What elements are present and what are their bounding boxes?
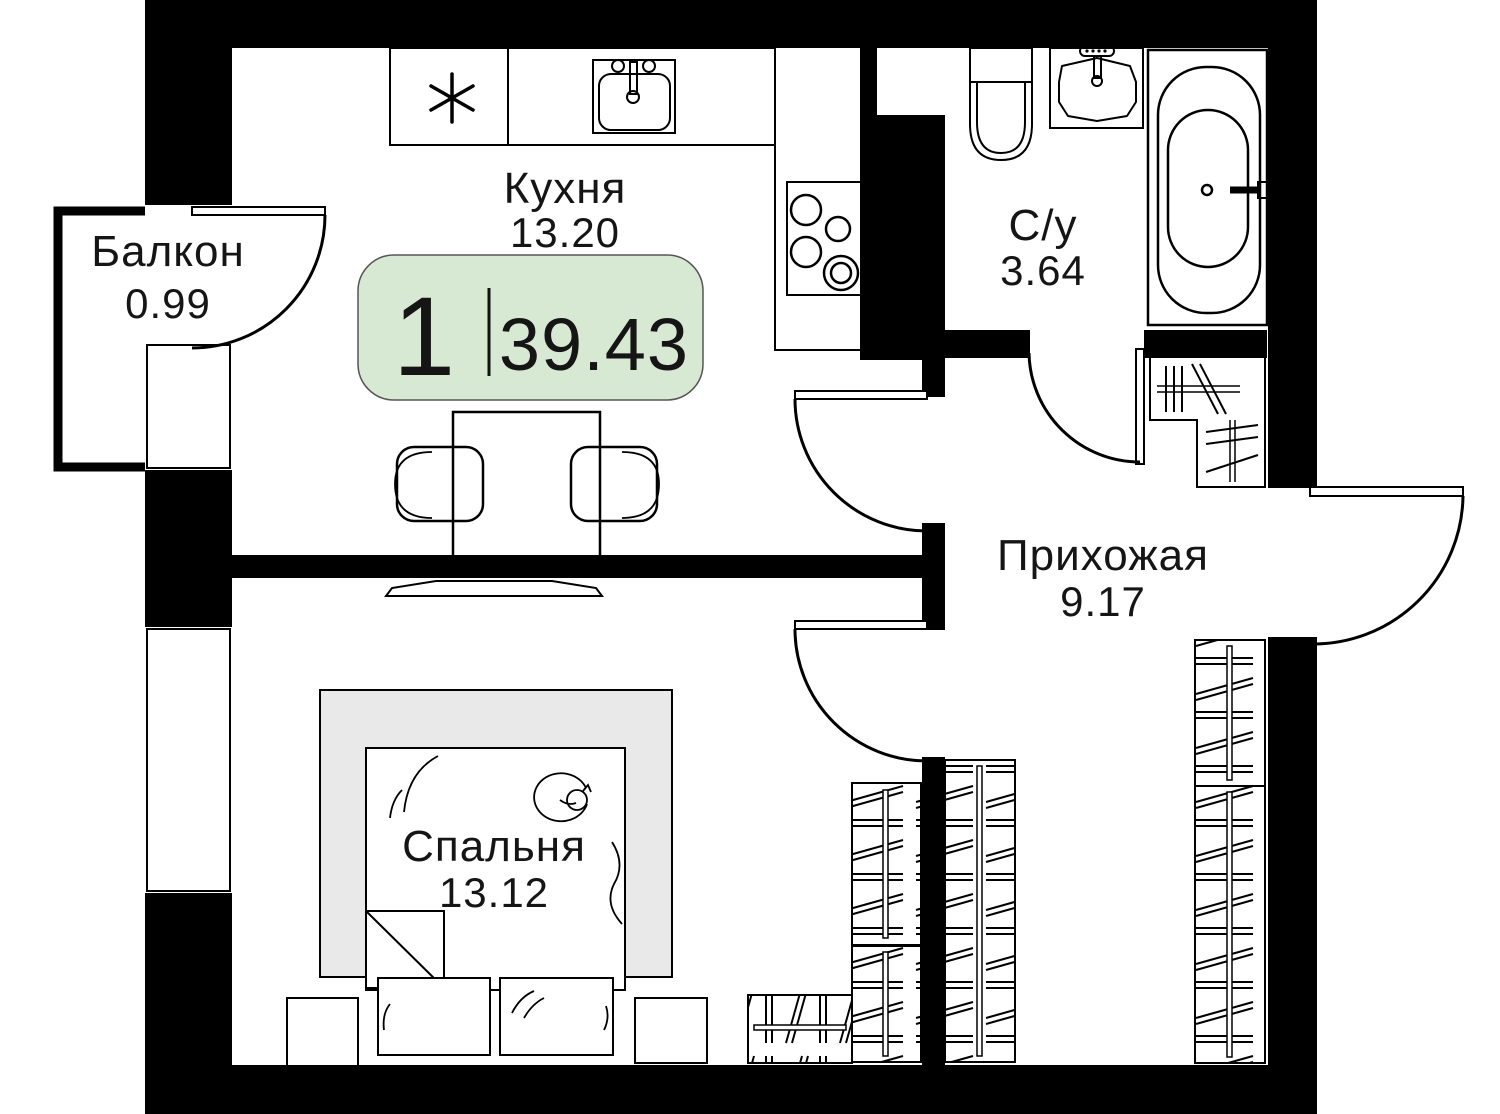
walls <box>145 0 1317 1114</box>
balcony-label: Балкон <box>91 227 245 276</box>
hallway-label: Прихожая <box>997 531 1209 580</box>
bathroom-label: С/у <box>1009 201 1078 250</box>
bed-icon <box>286 689 708 1067</box>
kitchen-label: Кухня <box>504 164 627 213</box>
badge-background <box>357 254 704 401</box>
badge-total-area: 39.43 <box>499 303 689 386</box>
stove-icon <box>786 181 866 296</box>
cat-icon <box>533 772 592 823</box>
bathroom-door <box>1027 348 1145 465</box>
kitchen-area: 13.20 <box>510 209 620 256</box>
nightstand-icon <box>634 997 708 1064</box>
wardrobe-icon <box>1194 639 1266 1064</box>
bathroom-area: 3.64 <box>1000 247 1086 294</box>
table-icon <box>451 410 602 559</box>
bathtub-icon <box>1146 48 1269 327</box>
chair-icon <box>569 445 659 523</box>
wardrobe-icon <box>944 759 1016 1063</box>
nightstand-icon <box>286 997 359 1067</box>
bedroom-window <box>146 628 231 892</box>
pillow-icon <box>377 977 491 1056</box>
entrance-door <box>1309 486 1465 646</box>
fridge-snowflake-icon <box>429 72 475 124</box>
bedroom-label: Спальня <box>402 822 586 871</box>
bedroom-area: 13.12 <box>439 869 549 916</box>
vent-shaft-icon <box>877 115 945 355</box>
balcony-area: 0.99 <box>125 280 211 327</box>
kitchen-counter <box>389 47 860 351</box>
kitchen-window <box>146 344 231 469</box>
washbasin-icon <box>1049 45 1144 129</box>
balcony-door <box>191 206 327 350</box>
chair-icon <box>395 445 485 523</box>
wardrobe-icon <box>1149 356 1266 488</box>
hallway-area: 9.17 <box>1060 578 1146 625</box>
toilet-icon <box>969 47 1033 162</box>
bedroom-door <box>793 620 928 763</box>
badge-room-count: 1 <box>393 274 455 399</box>
dining-table-and-chairs <box>394 410 660 559</box>
wardrobe-icon <box>747 782 922 1064</box>
apartment-badge: 1 39.43 <box>357 254 704 401</box>
kitchen-door <box>793 390 928 533</box>
balcony-wall <box>53 206 145 472</box>
tv-icon <box>384 580 604 597</box>
pillow-icon <box>499 977 614 1056</box>
kitchen-sink-icon <box>592 59 676 134</box>
